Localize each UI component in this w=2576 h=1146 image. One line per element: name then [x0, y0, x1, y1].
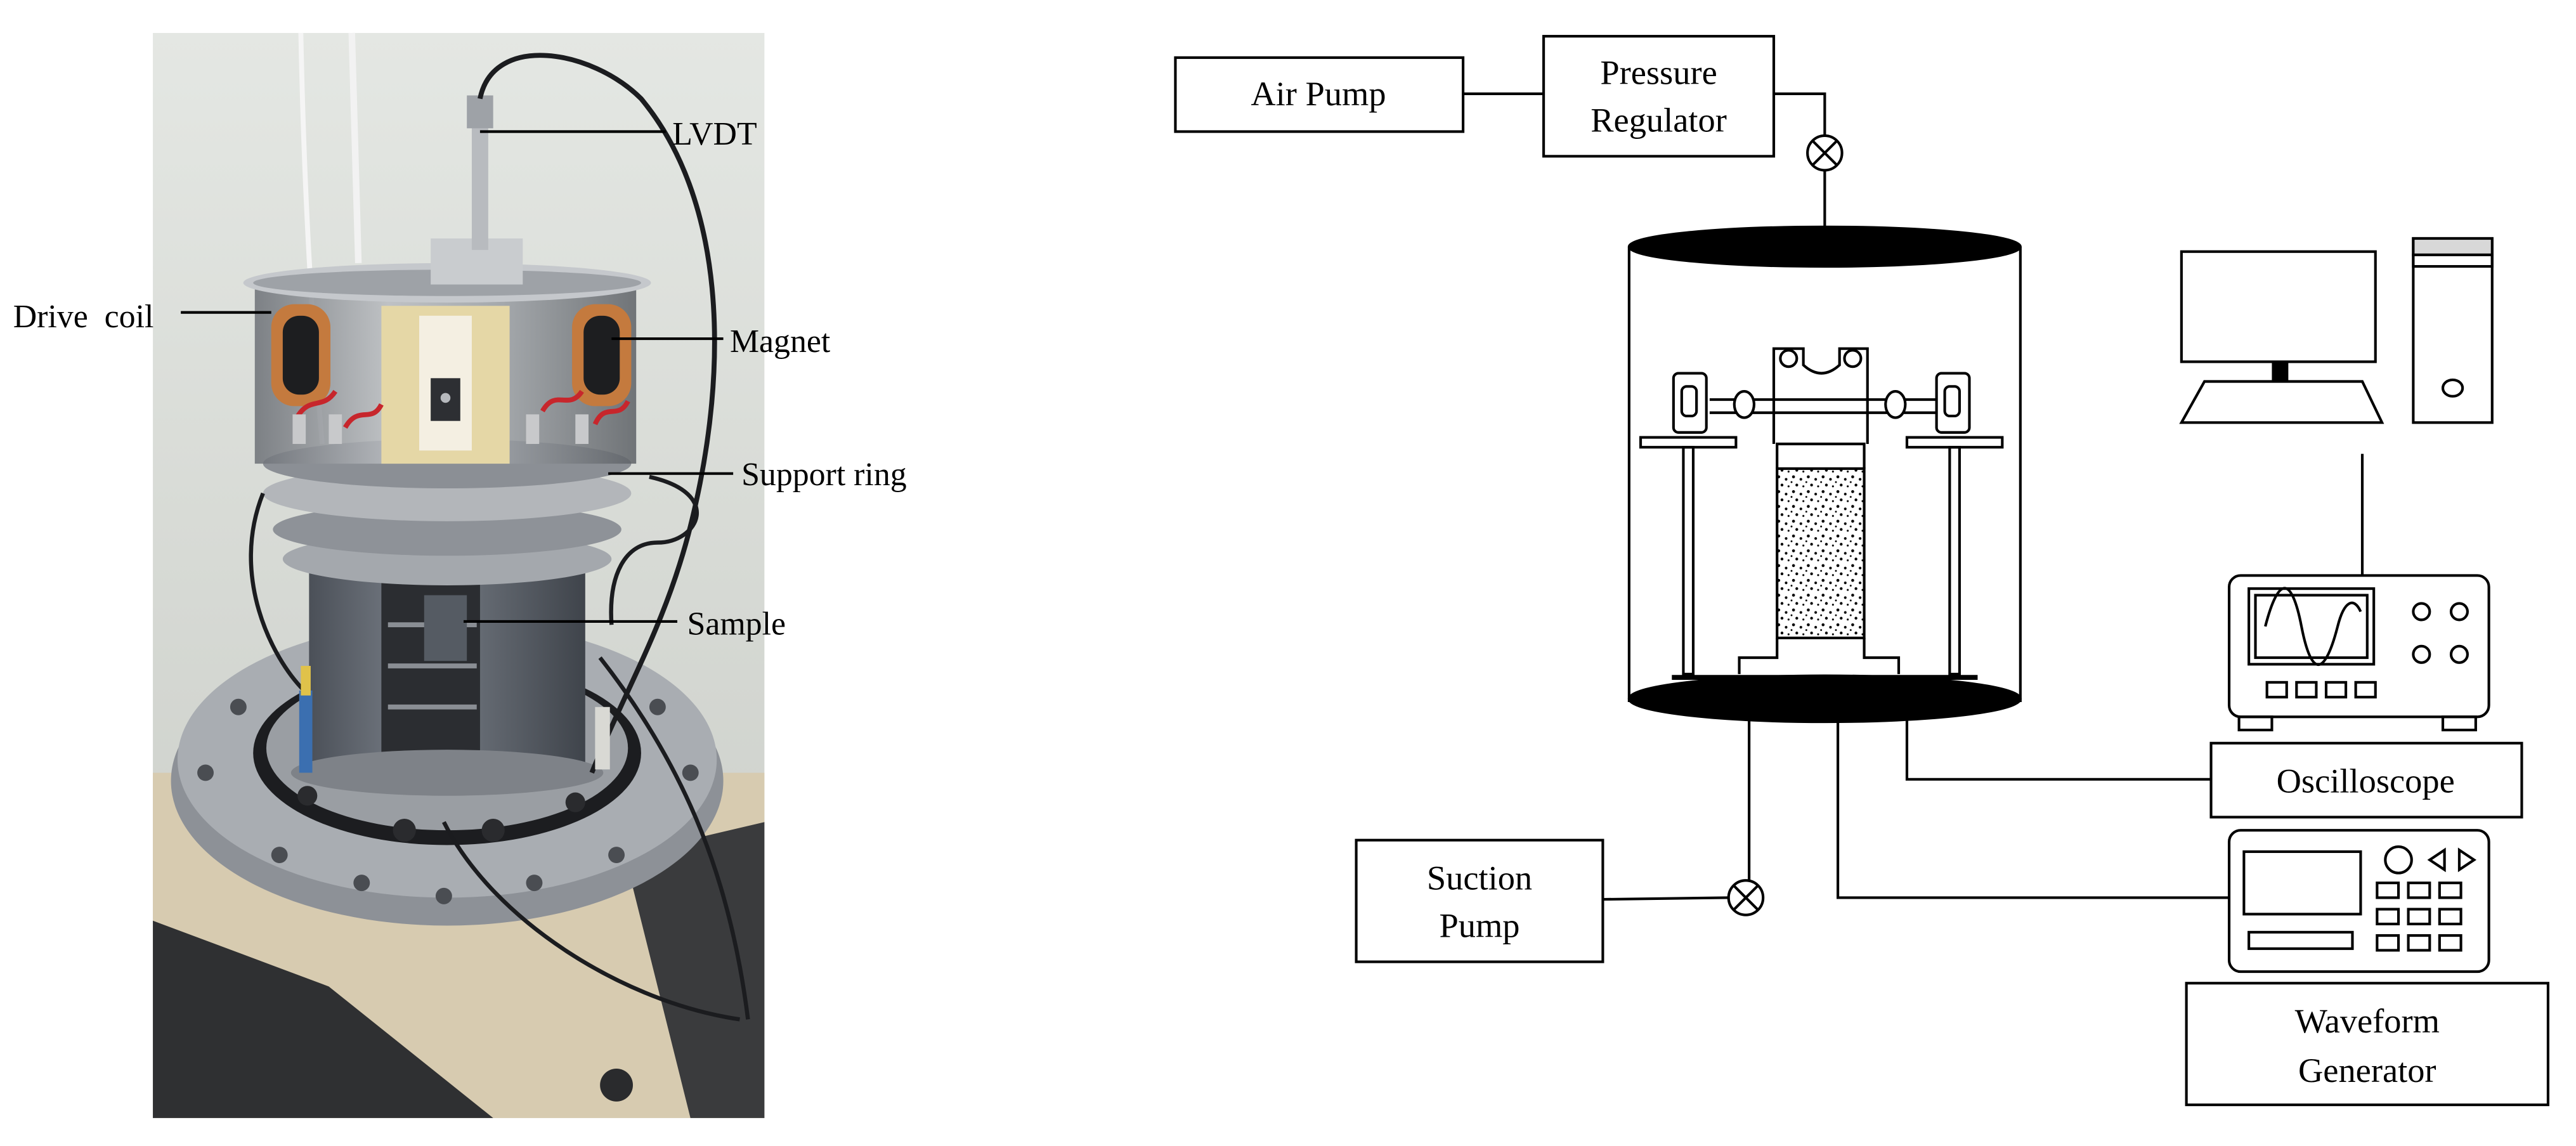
label-pressure-regulator-line1: Pressure	[1600, 53, 1717, 91]
schematic	[1174, 35, 2550, 1107]
photo-leader-lines	[181, 130, 734, 623]
label-waveform-generator-line2: Generator	[2298, 1051, 2436, 1090]
oscilloscope-device-icon	[2227, 574, 2490, 732]
label-suction-pump-line2: Pump	[1439, 906, 1519, 945]
label-pressure-regulator-line2: Regulator	[1590, 100, 1727, 139]
valve-icon	[1806, 134, 1844, 172]
label-magnet: Magnet	[730, 323, 831, 360]
triaxial-cell-icon	[1627, 225, 2022, 724]
apparatus-photo	[153, 32, 765, 1118]
label-air-pump: Air Pump	[1251, 74, 1386, 113]
valve-icon	[1727, 879, 1765, 916]
label-drive-coil: Drive coil	[13, 299, 154, 335]
waveform-generator-box	[2185, 982, 2550, 1107]
label-suction-pump-line1: Suction	[1427, 859, 1532, 897]
waveform-generator-device-icon	[2227, 829, 2490, 973]
label-support-ring: Support ring	[741, 457, 907, 493]
label-waveform-generator-line1: Waveform	[2295, 1001, 2440, 1040]
label-lvdt: LVDT	[672, 116, 757, 152]
label-oscilloscope: Oscilloscope	[2277, 762, 2455, 800]
pressure-regulator-box	[1542, 35, 1776, 158]
computer-tower-icon	[2412, 237, 2494, 424]
oscilloscope-box	[2209, 741, 2523, 819]
computer-monitor-icon	[2179, 250, 2384, 424]
suction-pump-box	[1355, 838, 1604, 963]
label-sample: Sample	[687, 606, 786, 642]
